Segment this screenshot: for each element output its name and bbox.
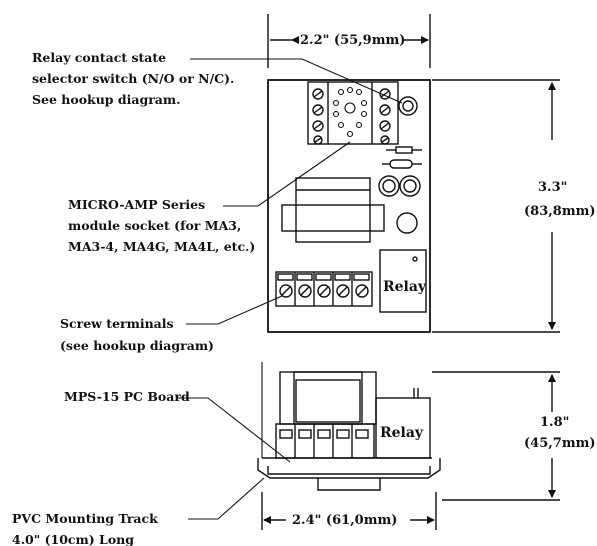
height-side-inches: 1.8" [540, 415, 569, 430]
socket-callout-line1: MICRO-AMP Series [68, 197, 205, 212]
transformer [281, 177, 385, 243]
relay-top-label: Relay [383, 279, 427, 295]
selector-leader [190, 58, 403, 104]
socket-pin-holes [332, 86, 368, 138]
relay-side-box [375, 397, 431, 459]
top-view [267, 14, 431, 333]
socket-screws-right [379, 88, 391, 145]
track-leader [188, 477, 265, 520]
track-callout-line1: PVC Mounting Track [12, 511, 158, 526]
selector-callout-line2: selector switch (N/O or N/C). [32, 71, 234, 86]
capacitor-right [399, 175, 421, 197]
selector-switch [398, 96, 418, 116]
terminals-callout-line1: Screw terminals [60, 316, 174, 331]
selector-callout-line3: See hookup diagram. [32, 92, 180, 107]
height-top-inches: 3.3" [538, 180, 567, 195]
terminals-callout-line2: (see hookup diagram) [60, 338, 214, 353]
bottom-width-label: 2.4" (61,0mm) [292, 513, 397, 528]
relay-top-box [379, 249, 427, 313]
socket-leader [223, 141, 351, 207]
screw-terminal-block [275, 271, 373, 307]
mounting-track [257, 458, 441, 479]
socket-callout-line2: module socket (for MA3, [68, 218, 241, 233]
resistor [395, 146, 413, 154]
relay-indicator [412, 256, 418, 262]
socket-screws-left [312, 88, 324, 145]
height-top-mm: (83,8mm) [524, 204, 595, 219]
terminals-leader [186, 295, 283, 325]
board-leader [176, 397, 291, 463]
relay-side-label: Relay [380, 425, 424, 441]
height-side-mm: (45,7mm) [524, 436, 595, 451]
socket-callout-line3: MA3-4, MA4G, MA4L, etc.) [68, 239, 255, 254]
mounting-track-rail [317, 478, 381, 491]
side-view [257, 362, 441, 530]
selector-callout-line1: Relay contact state [32, 50, 166, 65]
capacitor-left [378, 175, 400, 197]
top-width-label: 2.2" (55,9mm) [300, 33, 405, 48]
diode [389, 159, 413, 169]
board-callout: MPS-15 PC Board [64, 389, 190, 404]
track-callout-line2: 4.0" (10cm) Long [12, 532, 134, 546]
capacitor-large [396, 212, 418, 234]
terminal-block-side [275, 423, 375, 459]
